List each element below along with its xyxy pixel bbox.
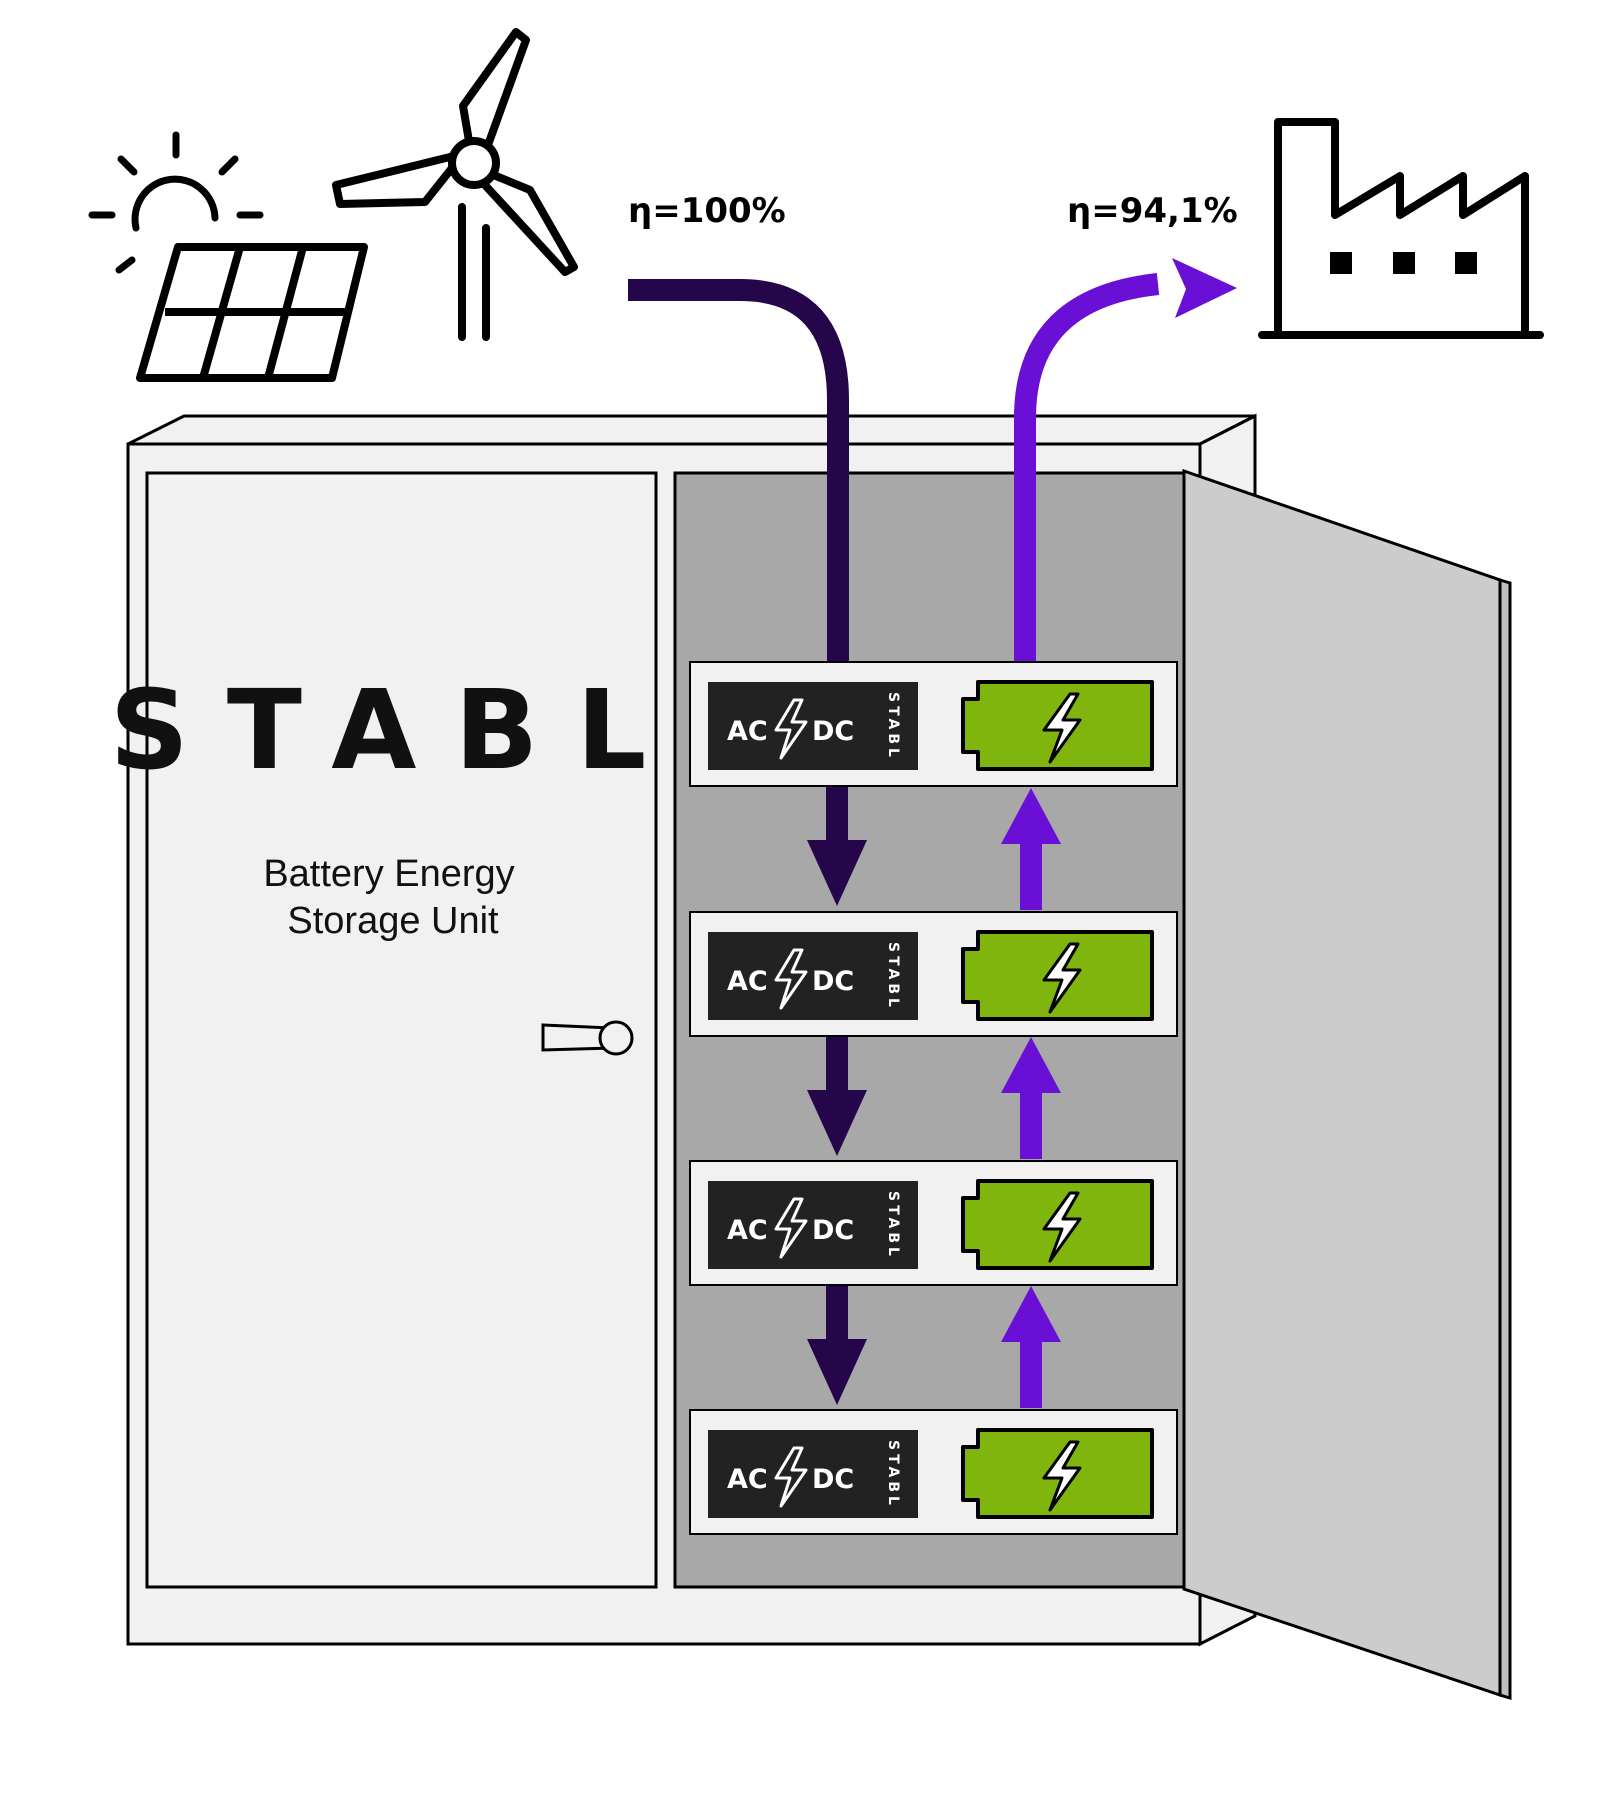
efficiency-in-label: η=100%	[628, 191, 786, 231]
downflow-arrows	[807, 786, 867, 1405]
ac-label: AC	[727, 966, 768, 997]
battery-module: AC DC STABL	[689, 661, 1178, 787]
battery-bolt-icon	[1042, 1191, 1082, 1263]
battery-icon	[961, 1179, 1154, 1270]
ac-label: AC	[727, 716, 768, 747]
module-brand-vertical: STABL	[885, 1191, 901, 1260]
outflow-arrowhead	[1172, 258, 1237, 318]
flow-arrows	[628, 258, 1237, 1408]
upflow-arrows	[1001, 788, 1061, 1408]
lightning-icon	[774, 948, 808, 1010]
wind-turbine-icon	[332, 28, 578, 341]
door-handle[interactable]	[541, 1020, 634, 1056]
battery-bolt-icon	[1042, 942, 1082, 1014]
cabinet-subtitle-line1: Battery Energy	[263, 853, 514, 895]
battery-icon	[961, 680, 1154, 771]
lightning-icon	[774, 698, 808, 760]
solar-panel-icon	[136, 243, 368, 382]
lightning-icon	[774, 1197, 808, 1259]
dc-label: DC	[812, 1464, 854, 1495]
battery-bolt-icon	[1042, 692, 1082, 764]
battery-module: AC DC STABL	[689, 1160, 1178, 1286]
module-brand-vertical: STABL	[885, 692, 901, 761]
lightning-icon	[774, 1446, 808, 1508]
ac-label: AC	[727, 1215, 768, 1246]
inverter-panel	[708, 1181, 918, 1269]
left-door[interactable]: STABL Battery Energy Storage Unit	[110, 471, 685, 1589]
dc-label: DC	[812, 716, 854, 747]
outflow-arrow	[1014, 273, 1160, 662]
inverter-panel	[708, 682, 918, 770]
cabinet-subtitle-line2: Storage Unit	[287, 900, 499, 942]
battery-modules: AC DC STABL AC DC STABL AC DC STABL AC DC STABL	[689, 661, 1178, 1535]
inflow-arrow	[628, 279, 849, 662]
ac-label: AC	[727, 1464, 768, 1495]
right-door-open[interactable]	[1182, 468, 1512, 1701]
sun-icon	[88, 131, 264, 274]
module-brand-vertical: STABL	[885, 942, 901, 1011]
module-brand-vertical: STABL	[885, 1440, 901, 1509]
battery-module: AC DC STABL	[689, 911, 1178, 1037]
factory-icon	[1258, 118, 1544, 339]
battery-module: AC DC STABL	[689, 1409, 1178, 1535]
inverter-panel	[708, 1430, 918, 1518]
inverter-panel	[708, 932, 918, 1020]
cabinet-brand-logo: STABL	[110, 666, 685, 794]
efficiency-out-label: η=94,1%	[1067, 191, 1238, 231]
battery-icon	[961, 1428, 1154, 1519]
battery-bolt-icon	[1042, 1440, 1082, 1512]
battery-icon	[961, 930, 1154, 1021]
dc-label: DC	[812, 966, 854, 997]
dc-label: DC	[812, 1215, 854, 1246]
